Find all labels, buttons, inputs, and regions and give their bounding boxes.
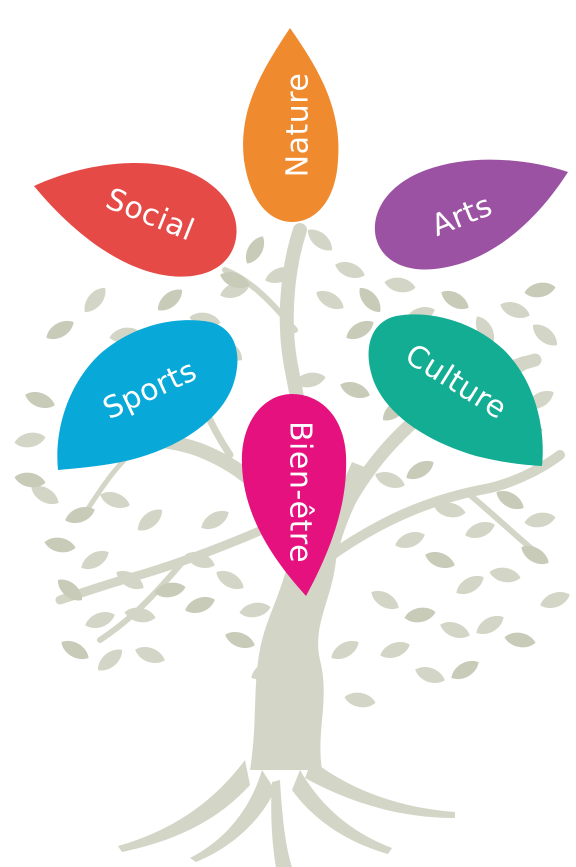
- tree-leaf: [61, 641, 89, 659]
- tree-leaf: [100, 492, 130, 508]
- tree-leaf: [540, 592, 570, 608]
- tree-leaf: [97, 649, 123, 671]
- tree-leaf: [185, 552, 215, 568]
- tree-leaf: [31, 486, 59, 504]
- petal-social: Social: [34, 163, 237, 277]
- leaf-petal-icon: [243, 28, 339, 222]
- leaf-petal-icon: [34, 163, 237, 277]
- tree-leaf: [415, 667, 445, 683]
- tree-leaf: [359, 287, 381, 313]
- tree-leaf: [489, 567, 521, 583]
- tree-leaf: [157, 289, 183, 311]
- petal-arts: Arts: [374, 159, 568, 270]
- tree-leaf: [532, 324, 558, 346]
- tree-leaf: [137, 509, 163, 531]
- tree-leaf: [239, 602, 271, 618]
- petal-label-bien-etre: Bien-être: [283, 421, 318, 563]
- tree-leaf: [380, 642, 410, 658]
- tree-leaf: [65, 507, 95, 523]
- tree-leaf: [85, 612, 115, 628]
- tree-leaf: [14, 472, 46, 488]
- tree-leaf: [225, 632, 255, 648]
- petal-bien-etre: Bien-être: [241, 394, 347, 596]
- tree-leaf: [425, 552, 455, 568]
- tree-leaf: [81, 551, 109, 569]
- tree-leaf: [185, 597, 215, 613]
- tree-leaf: [135, 647, 165, 663]
- tree-leaf: [216, 571, 244, 589]
- tree-leaf: [465, 522, 495, 538]
- petal-nature: Nature: [243, 28, 339, 222]
- tree-leaf: [84, 287, 106, 313]
- tree-leaf: [46, 321, 74, 339]
- leaf-petal-icon: [374, 159, 568, 270]
- leaf-petal-icon: [57, 320, 238, 470]
- tree-leaf: [524, 512, 556, 528]
- tree-leaf: [456, 576, 484, 594]
- tree-leaf: [14, 432, 46, 448]
- tree-leaf: [375, 472, 405, 488]
- tree-leaf: [346, 321, 374, 339]
- tree-leaf: [246, 236, 264, 264]
- tree-leaf: [335, 262, 365, 278]
- tree-leaf: [521, 546, 549, 564]
- petal-sports: Sports: [57, 320, 238, 470]
- tree-leaf: [384, 277, 416, 293]
- tree-leaf: [316, 291, 344, 309]
- category-petals: Nature Social Arts Sports Culture Bien-ê…: [34, 28, 568, 596]
- tree-leaf: [294, 372, 326, 388]
- tree-leaf: [25, 392, 55, 408]
- tree-leaf: [406, 461, 434, 479]
- tree-leaf: [451, 661, 479, 679]
- tree-leaf: [344, 692, 376, 708]
- tree-leaf: [496, 491, 524, 509]
- tree-leaf: [251, 661, 279, 679]
- tree-leaf: [154, 582, 186, 598]
- tree-leaf: [124, 607, 156, 623]
- tree-leaf: [331, 641, 359, 659]
- tree-leaf: [476, 616, 504, 634]
- tree-leaf: [404, 607, 436, 623]
- tree-leaf: [441, 291, 469, 309]
- tree-leaf: [220, 272, 250, 288]
- tree-roots: [118, 760, 455, 867]
- tree-trunk: [250, 462, 372, 770]
- tree-leaf: [340, 382, 370, 398]
- leaf-petal-icon: [368, 314, 543, 466]
- tree-leaf: [44, 537, 76, 553]
- leaf-petal-icon: [241, 394, 347, 596]
- tree-leaf: [265, 267, 295, 283]
- tree-leaf: [440, 622, 470, 638]
- tree-leaf: [504, 632, 536, 648]
- tree-leaf: [524, 282, 556, 298]
- tree-leaf: [395, 532, 425, 548]
- tree-leaf: [116, 571, 144, 589]
- tree-leaf: [307, 229, 333, 251]
- petal-label-nature: Nature: [281, 73, 316, 178]
- tree-leaf: [57, 579, 83, 601]
- petal-culture: Culture: [368, 314, 543, 466]
- tree-leaf: [476, 316, 494, 344]
- tree-leaf: [500, 302, 530, 318]
- tree-leaf: [371, 591, 399, 609]
- tree-leaf: [201, 511, 229, 529]
- tree-leaf: [434, 502, 466, 518]
